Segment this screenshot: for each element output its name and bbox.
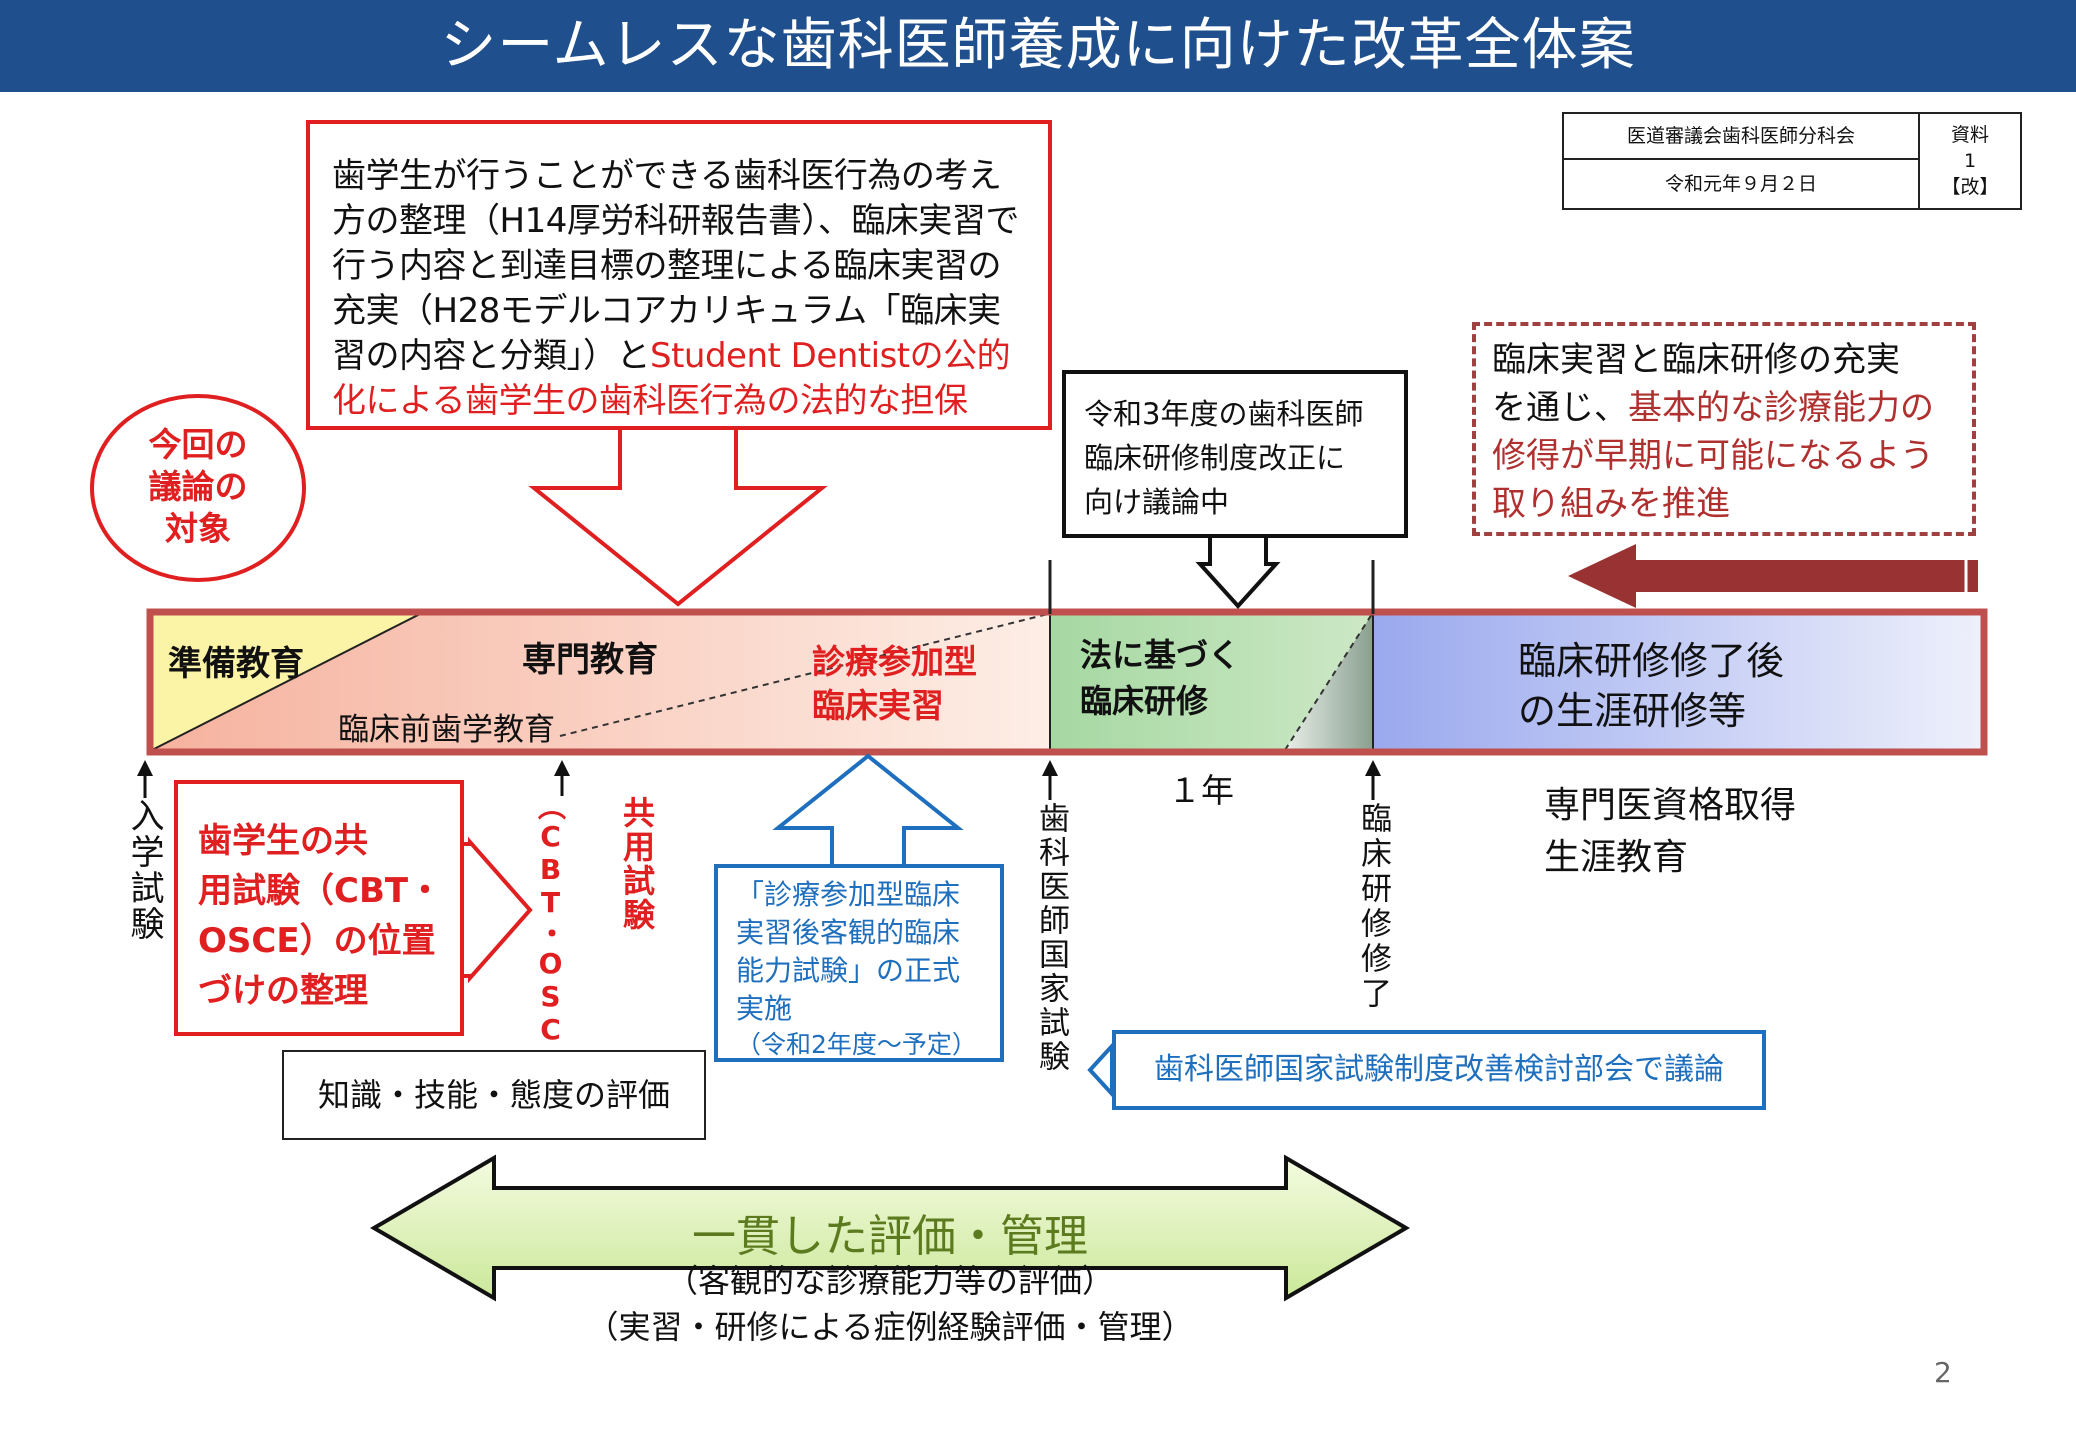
consistent-eval-title: 一貫した評価・管理 <box>692 1211 1088 1262</box>
right-box-text: 臨床実習と臨床研修の充実 を通じ、 <box>1492 340 1900 428</box>
top-down-arrow <box>528 426 828 607</box>
milestone-entrance: 入学試験 <box>124 798 164 942</box>
page-title: シームレスな歯科医師養成に向けた改革全体案 <box>440 13 1636 78</box>
left-arrow <box>1568 544 1974 608</box>
label-post-training: 臨床研修修了後 の生涯研修等 <box>1518 639 1785 733</box>
page-number: 2 <box>1934 1356 1952 1389</box>
discussion-label: 今回の 議論の 対象 <box>148 425 248 548</box>
double-arrow <box>370 1154 1410 1302</box>
consistent-eval-line1: （客観的な診療能力等の評価） <box>665 1262 1114 1300</box>
title-bar <box>0 0 2076 92</box>
exam-review-box: 歯科医師国家試験制度改善検討部会で議論 <box>1112 1030 1766 1110</box>
label-prep: 準備教育 <box>168 644 304 684</box>
top-callout-text: 歯学生が行うことができる歯科医行為の考え方の整理（H14厚労科研報告書）、臨床実… <box>332 156 1019 376</box>
milestone-national-exam: 歯科医師国家試験 <box>1033 802 1069 1074</box>
milestone-common-exam: 共用試験 <box>618 796 656 932</box>
consistent-eval-line2: （実習・研修による症例経験評価・管理） <box>586 1308 1194 1346</box>
label-participation: 診療参加型 臨床実習 <box>812 642 977 725</box>
blue-up-arrow <box>772 753 964 868</box>
reform-box: 令和3年度の歯科医師 臨床研修制度改正に 向け議論中 <box>1062 370 1408 538</box>
blue-box-main: 「診療参加型臨床 実習後客観的臨床 能力試験」の正式 実施 <box>736 878 961 1025</box>
label-legal-training: 法に基づく 臨床研修 <box>1080 636 1241 720</box>
blue-left-arrow <box>1087 1040 1114 1100</box>
segment-post-training <box>1374 614 1982 750</box>
label-specialist: 専門医資格取得 生涯教育 <box>1544 785 1797 878</box>
label-specialized: 専門教育 <box>522 640 658 680</box>
blue-box-sub: （令和2年度～予定） <box>736 1030 977 1059</box>
doc-label-cell: 資料 1 【改】 <box>1918 112 2022 210</box>
milestone-training-complete: 臨床研修修了 <box>1355 802 1391 1012</box>
knowledge-box: 知識・技能・態度の評価 <box>282 1050 706 1140</box>
cbt-right-arrow <box>460 836 533 984</box>
timeline-bar <box>146 608 1988 756</box>
right-box-highlight: 基本的な診療能力の 修得が早期に可能になるよう 取り組みを推進 <box>1492 388 1934 524</box>
right-dashed-box: 臨床実習と臨床研修の充実 を通じ、基本的な診療能力の 修得が早期に可能になるよう… <box>1472 322 1976 536</box>
cbt-box: 歯学生の共 用試験（CBT・ OSCE）の位置 づけの整理 <box>174 780 464 1036</box>
top-callout-highlight: Student Dentistの公的化による歯学生の歯科医行為の法的な担保 <box>332 336 1011 421</box>
blue-objective-box: 「診療参加型臨床 実習後客観的臨床 能力試験」の正式 実施 （令和2年度～予定） <box>714 864 1004 1062</box>
top-red-callout: 歯学生が行うことができる歯科医行為の考え方の整理（H14厚労科研報告書）、臨床実… <box>306 120 1052 430</box>
discussion-circle <box>90 394 306 582</box>
label-preclinical: 臨床前歯学教育 <box>338 712 555 748</box>
label-one-year: １年 <box>1168 771 1234 810</box>
date-cell: 令和元年９月２日 <box>1562 158 1920 210</box>
reform-down-arrow <box>1195 534 1281 609</box>
